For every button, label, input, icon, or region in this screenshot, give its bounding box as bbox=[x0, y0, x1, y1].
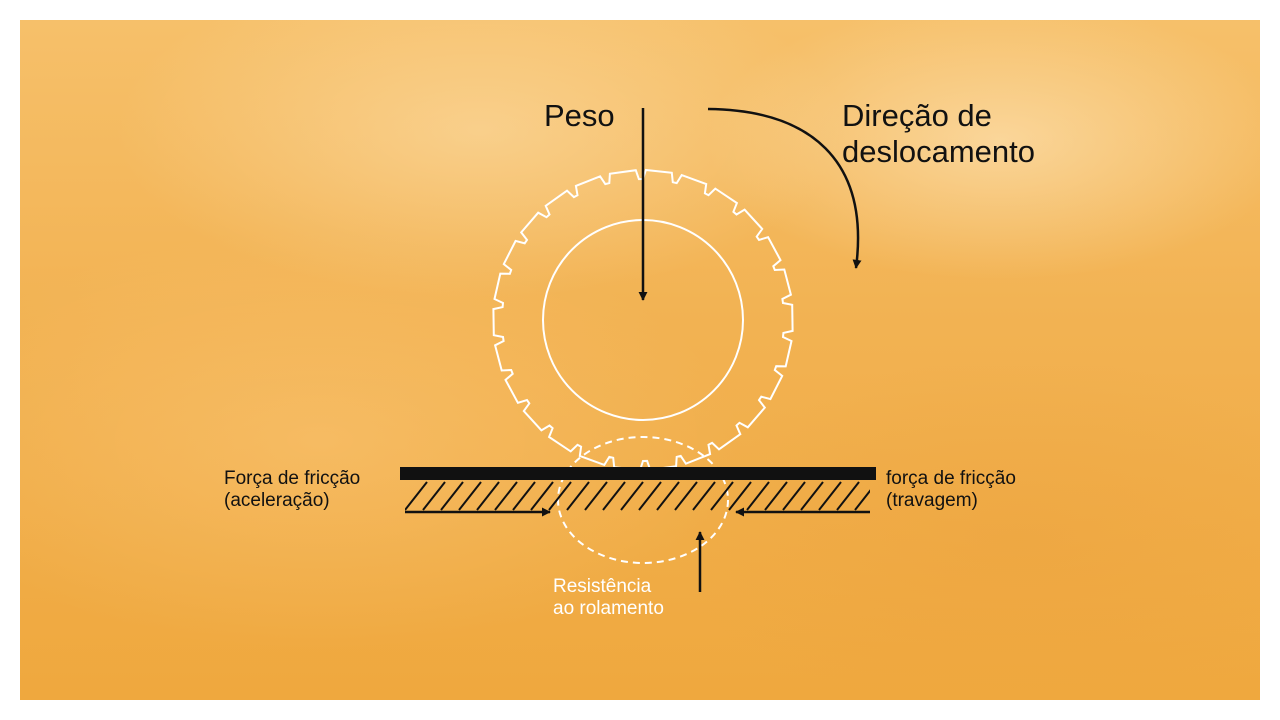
weight-label-text: Peso bbox=[544, 98, 615, 133]
direction-label-line2: deslocamento bbox=[842, 133, 1036, 169]
tire-tread-outline bbox=[492, 168, 794, 472]
hatch-line bbox=[728, 481, 752, 511]
hatch-line bbox=[602, 481, 626, 511]
friction-acceleration-line2: (aceleração) bbox=[224, 489, 330, 511]
hatch-line bbox=[692, 481, 716, 511]
friction-braking-line1: força de fricção bbox=[886, 468, 1016, 489]
direction-label-line1: Direção de bbox=[842, 98, 992, 133]
friction-acceleration-label: Força de fricção (aceleração) bbox=[224, 468, 360, 512]
hatch-line bbox=[746, 481, 770, 511]
direction-label: Direção de deslocamento bbox=[842, 98, 1035, 169]
friction-acceleration-line1: Força de fricção bbox=[224, 468, 361, 489]
hatch-line bbox=[620, 481, 644, 511]
hatch-line bbox=[530, 481, 554, 511]
hatch-line bbox=[800, 481, 824, 511]
contact-patch-dashed bbox=[557, 436, 729, 564]
hatch-line bbox=[494, 481, 518, 511]
hatch-line bbox=[656, 481, 680, 511]
friction-braking-line2: (travagem) bbox=[886, 489, 978, 511]
hatch-line bbox=[782, 481, 806, 511]
hatch-line bbox=[638, 481, 662, 511]
direction-arrow bbox=[707, 107, 862, 269]
road-surface-bar bbox=[400, 467, 876, 480]
tire-forces-diagram bbox=[400, 107, 876, 592]
rolling-resistance-label: Resistência ao rolamento bbox=[553, 576, 664, 620]
hatch-line bbox=[818, 481, 842, 511]
hatch-line bbox=[674, 481, 698, 511]
hatch-line bbox=[548, 481, 572, 511]
hatch-line bbox=[836, 481, 860, 511]
ground-hatching bbox=[405, 481, 870, 511]
hatch-line bbox=[584, 481, 608, 511]
hatch-line bbox=[854, 489, 870, 511]
hatch-line bbox=[422, 481, 446, 511]
hatch-line bbox=[512, 481, 536, 511]
hatch-line bbox=[440, 481, 464, 511]
rolling-resistance-line1: Resistência bbox=[553, 576, 652, 597]
diagram-panel: Peso Direção de deslocamento Força de fr… bbox=[20, 20, 1260, 700]
weight-label: Peso bbox=[544, 98, 615, 134]
rolling-resistance-line2: ao rolamento bbox=[553, 597, 664, 619]
hatch-line bbox=[476, 481, 500, 511]
hatch-line bbox=[458, 481, 482, 511]
hatch-line bbox=[710, 481, 734, 511]
hatch-line bbox=[764, 481, 788, 511]
friction-braking-label: força de fricção (travagem) bbox=[886, 468, 1016, 512]
hatch-line bbox=[566, 481, 590, 511]
hatch-line bbox=[405, 481, 428, 511]
